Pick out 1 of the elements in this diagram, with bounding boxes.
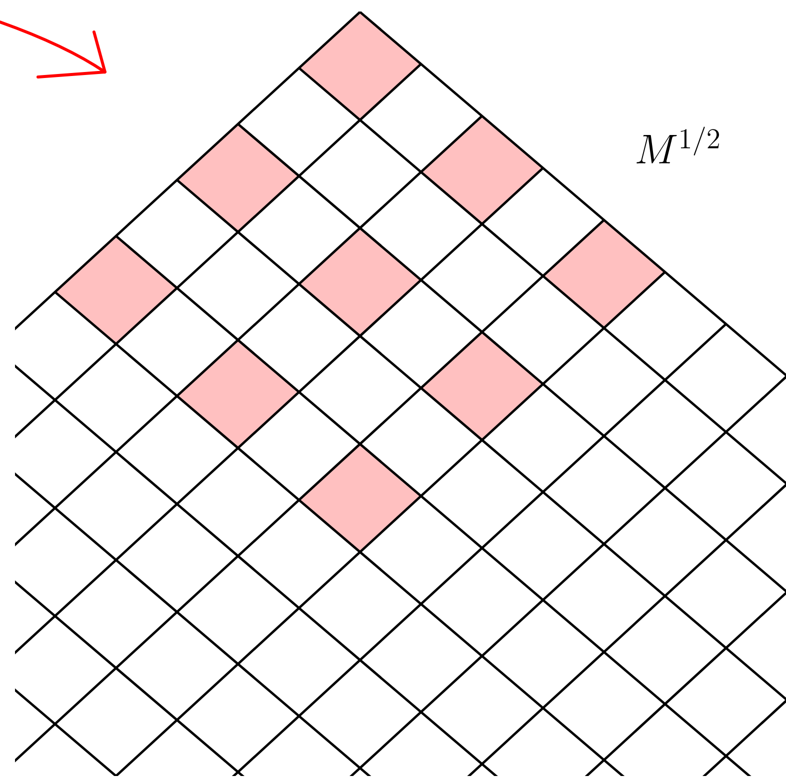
formula-label: $M^{1/2}$ xyxy=(636,126,719,164)
